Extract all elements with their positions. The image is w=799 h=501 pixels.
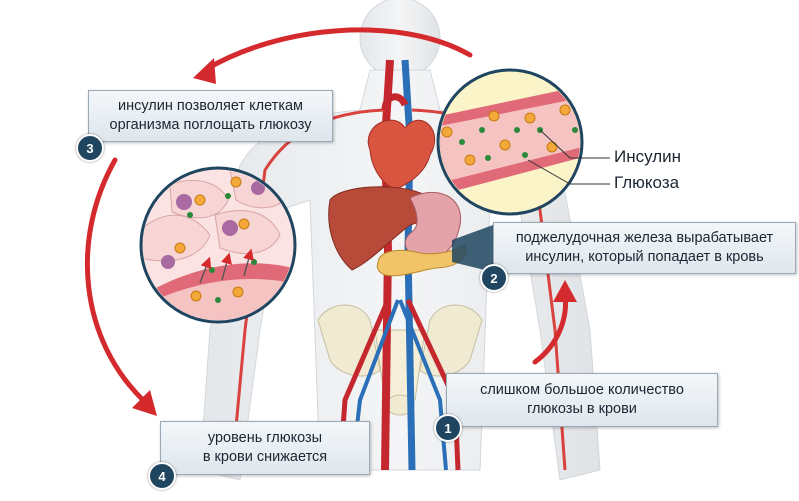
step-1-text-line1: слишком большое количество — [480, 382, 684, 398]
glucose-dots — [441, 104, 571, 166]
arrowhead-left — [132, 390, 157, 416]
step-3-badge: 3 — [76, 134, 104, 162]
step-1-text-line2: глюкозы в крови — [527, 401, 637, 417]
arrowhead-top — [193, 58, 216, 84]
legend-insulin-label: Инсулин — [614, 147, 682, 166]
heart-illustration — [367, 93, 436, 191]
step-3-box: инсулин позволяет клеткам организма погл… — [88, 90, 333, 142]
step-4-text-line2: в крови снижается — [202, 449, 328, 465]
step-4-text-line1: уровень глюкозы — [207, 430, 323, 446]
pancreas-callout-wedge — [452, 225, 493, 272]
insulin-dots — [459, 127, 578, 161]
step-3-text-line1: инсулин позволяет клеткам — [117, 98, 304, 114]
step-2-text-line2: инсулин, который попадает в кровь — [525, 249, 764, 265]
legend-glucose-label: Глюкоза — [614, 173, 680, 192]
legend-leader-lines — [527, 129, 610, 185]
step-1-badge: 1 — [434, 414, 462, 442]
arrowhead-right — [553, 280, 577, 302]
arrow-3-to-4 — [84, 157, 148, 405]
step-4-box: уровень глюкозы в крови снижается — [160, 421, 370, 475]
step-3-text-line2: организма поглощать глюкозу — [109, 117, 312, 133]
bloodstream-zoom-circle — [436, 68, 584, 216]
step-2-text-line1: поджелудочная железа вырабатывает — [515, 230, 774, 246]
step-4-badge: 4 — [148, 462, 176, 490]
step-2-badge: 2 — [480, 264, 508, 292]
arrow-heads — [132, 58, 577, 416]
step-2-box: поджелудочная железа вырабатывает инсули… — [493, 222, 796, 274]
step-1-box: слишком большое количество глюкозы в кро… — [446, 373, 718, 427]
arrow-3-top — [202, 27, 473, 73]
cells-zoom-circle — [139, 166, 297, 324]
liver-illustration — [328, 186, 433, 271]
